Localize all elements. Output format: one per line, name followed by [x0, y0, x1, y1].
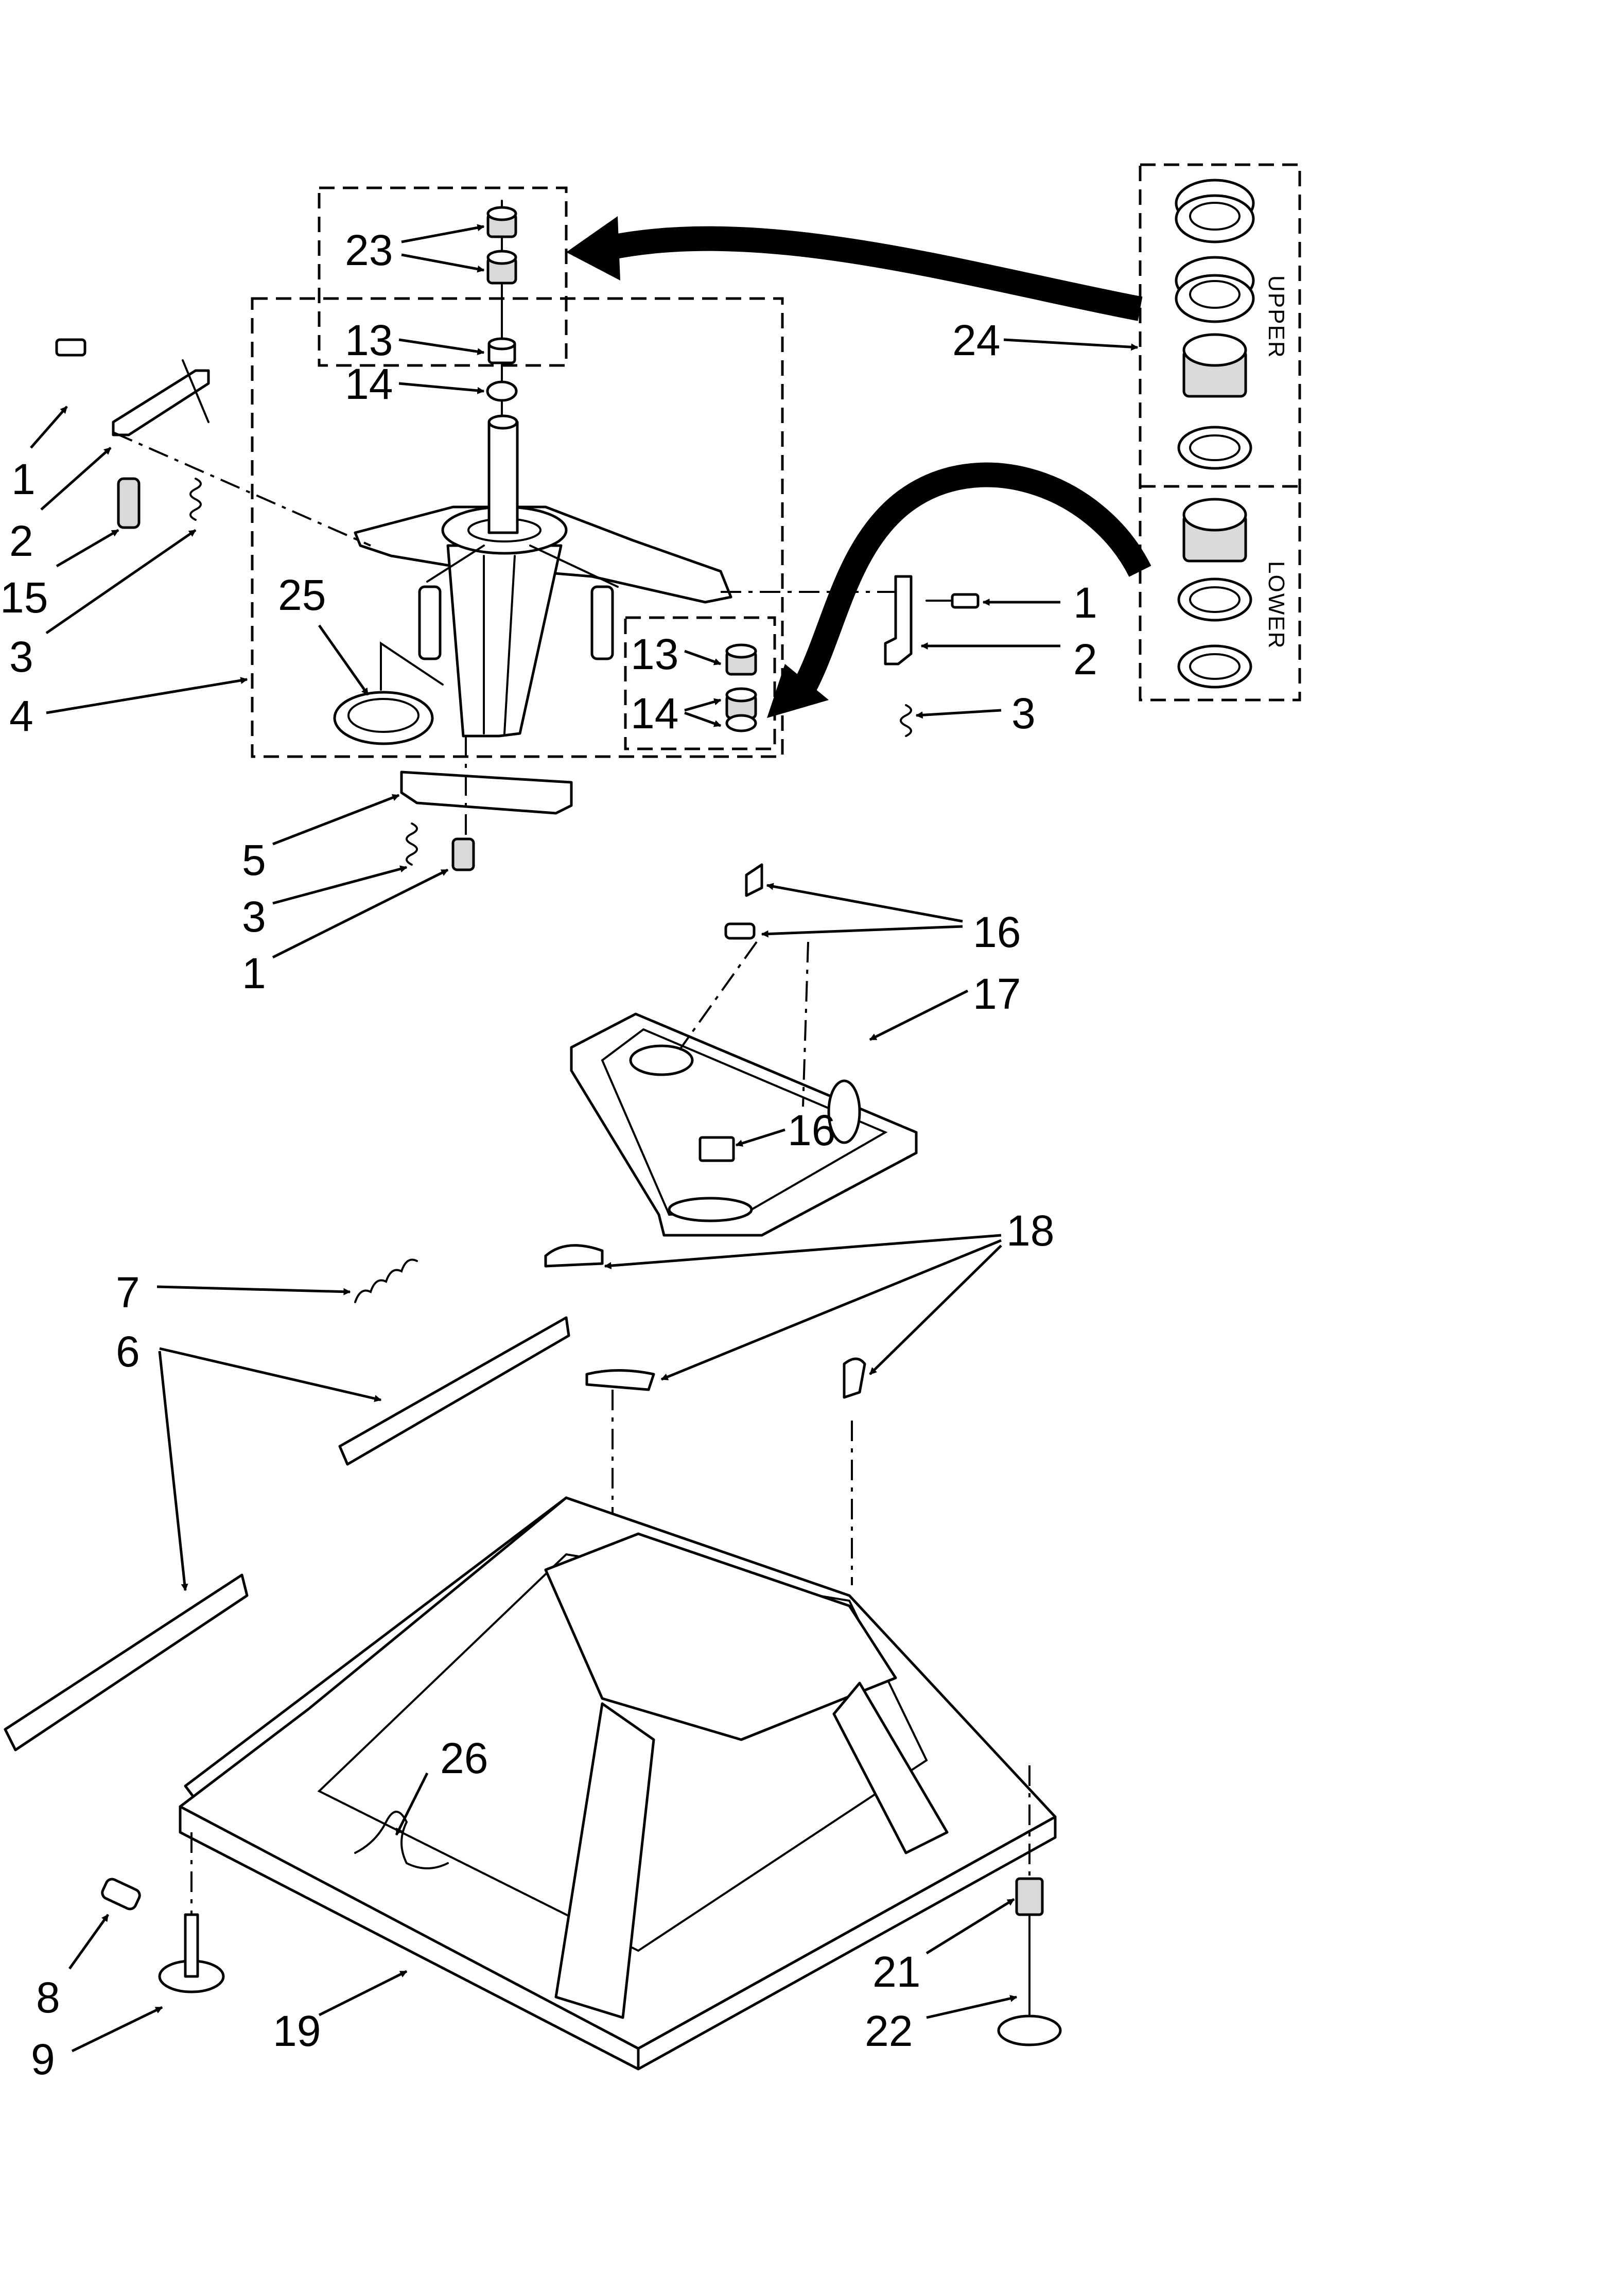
rear-right-foot — [997, 1765, 1062, 2046]
callout-6: 6 — [116, 1327, 140, 1376]
lower-kit-arrow — [767, 462, 1151, 718]
brace-parts-6 — [4, 1316, 570, 1751]
upper-bearing-stack — [486, 200, 518, 418]
callout-13-upper: 13 — [345, 316, 393, 364]
callout-4: 4 — [9, 692, 33, 740]
callout-13-lower: 13 — [631, 630, 678, 678]
callout-1-lower: 1 — [242, 949, 266, 997]
callout-18: 18 — [1006, 1206, 1054, 1255]
lower-bearing-stack — [725, 643, 757, 732]
callout-2-right: 2 — [1073, 635, 1097, 684]
callout-7: 7 — [116, 1268, 140, 1317]
callout-16-top: 16 — [973, 908, 1021, 956]
base-frame — [179, 1496, 1057, 2071]
spring-part-7 — [354, 1258, 418, 1303]
lower-bearing-kit — [1177, 498, 1252, 689]
bearing-kit-box — [1139, 163, 1301, 702]
lower-bearing-inset-box — [624, 616, 776, 750]
pad-parts-18 — [544, 1244, 866, 1611]
right-bracket-hardware — [721, 575, 980, 737]
lower-kit-label: LOWER — [1264, 561, 1289, 649]
callout-3-right: 3 — [1011, 689, 1036, 738]
front-left-foot — [101, 1832, 225, 1993]
callout-14-lower: 14 — [631, 689, 678, 738]
clip-parts-16 — [699, 863, 763, 1162]
callout-16-mid: 16 — [788, 1106, 835, 1154]
tub-support-frame — [570, 941, 918, 1237]
leader-lines — [30, 224, 1139, 2053]
suspension-assembly-box — [251, 297, 784, 758]
callout-25: 25 — [278, 571, 326, 619]
left-bracket-hardware — [55, 338, 371, 547]
callout-8: 8 — [36, 1973, 60, 2022]
upper-kit-label: UPPER — [1264, 275, 1289, 359]
callout-22: 22 — [865, 2007, 913, 2055]
ring-part-25 — [333, 641, 444, 745]
callout-24: 24 — [952, 316, 1000, 364]
upper-bearing-inset-box — [318, 186, 568, 367]
clip-part-26 — [354, 1811, 449, 1869]
callout-3-left: 3 — [9, 633, 33, 681]
callout-17: 17 — [973, 970, 1021, 1018]
callout-19: 19 — [273, 2007, 321, 2055]
callout-1-left: 1 — [11, 455, 36, 503]
suspension-assembly — [354, 414, 732, 738]
callout-23: 23 — [345, 226, 393, 274]
callout-15: 15 — [0, 573, 48, 622]
callout-26: 26 — [440, 1734, 488, 1782]
callout-3-lower: 3 — [242, 892, 266, 941]
callout-labels: 1 2 15 3 4 25 23 13 14 13 14 1 2 3 24 5 … — [0, 226, 1097, 2083]
callout-2-left: 2 — [9, 517, 33, 565]
callout-9: 9 — [31, 2035, 55, 2083]
upper-bearing-kit — [1175, 179, 1255, 470]
callout-14-upper: 14 — [345, 360, 393, 408]
lower-spring-bracket — [400, 736, 573, 871]
callout-5: 5 — [242, 836, 266, 884]
callout-21: 21 — [872, 1948, 920, 1996]
callout-1-right: 1 — [1073, 579, 1097, 627]
upper-kit-arrow — [566, 216, 1143, 321]
